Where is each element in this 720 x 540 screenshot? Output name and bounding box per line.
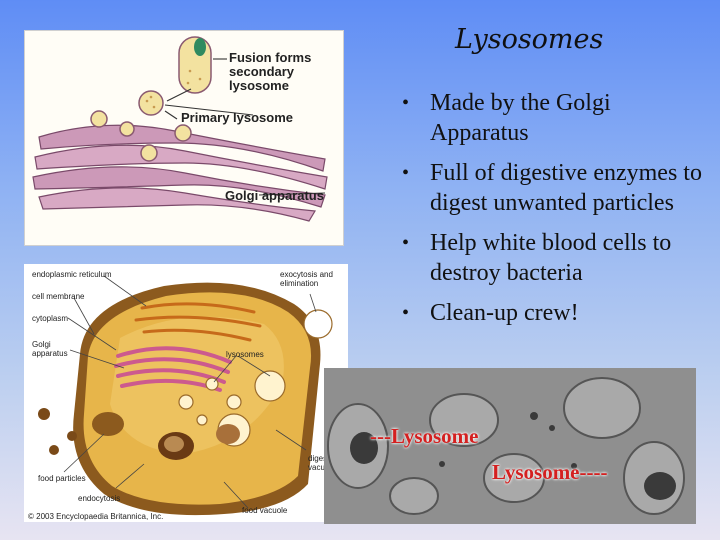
slide-title: Lysosomes xyxy=(455,24,604,55)
lysosome-label-right: Lysosome---- xyxy=(492,460,608,484)
digestive-vacuole-label: digestive vacuole xyxy=(308,454,340,472)
micrograph-image xyxy=(324,368,696,524)
bullet-icon: • xyxy=(402,162,410,184)
food-vacuole-label: food vacuole xyxy=(242,506,288,515)
endocytosis-label: endocytosis xyxy=(78,494,121,503)
cell-illustration xyxy=(24,264,348,522)
golgi-label: Golgi apparatus xyxy=(32,340,68,358)
bullet-icon: • xyxy=(402,302,410,324)
cell-diagram: endoplasmic reticulum cell membrane cyto… xyxy=(24,264,348,522)
bullet-item: • Full of digestive enzymes to digest unw… xyxy=(400,158,710,218)
fusion-label: Fusion forms secondary lysosome xyxy=(229,50,312,93)
lysosome-label-left: ---Lysosome xyxy=(370,424,479,448)
bullet-icon: • xyxy=(402,232,410,254)
golgi-illustration xyxy=(25,31,343,245)
cytoplasm-label: cytoplasm xyxy=(32,314,69,323)
bullet-item: • Clean-up crew! xyxy=(400,298,710,328)
micrograph: ---Lysosome Lysosome---- xyxy=(324,368,696,524)
golgi-diagram: Fusion forms secondary lysosome Primary … xyxy=(24,30,344,246)
bullet-item: • Made by the Golgi Apparatus xyxy=(400,88,710,148)
bullet-icon: • xyxy=(402,92,410,114)
bullet-list: • Made by the Golgi Apparatus • Full of di… xyxy=(400,88,710,338)
food-particles-label: food particles xyxy=(38,474,86,483)
bullet-text: Full of digestive enzymes to digest unwa… xyxy=(430,160,702,216)
copyright-text: © 2003 Encyclopaedia Britannica, Inc. xyxy=(28,512,164,521)
bullet-text: Made by the Golgi Apparatus xyxy=(430,90,611,146)
lysosomes-label: lysosomes xyxy=(226,350,264,359)
primary-lysosome-label: Primary lysosome xyxy=(181,110,294,125)
bullet-text: Help white blood cells to destroy bacter… xyxy=(430,230,672,286)
bullet-text: Clean-up crew! xyxy=(430,300,579,326)
cell-membrane-label: cell membrane xyxy=(32,292,85,301)
er-label: endoplasmic reticulum xyxy=(32,270,112,279)
exocytosis-label: exocytosis and elimination xyxy=(280,270,333,288)
golgi-apparatus-label: Golgi apparatus xyxy=(225,188,324,203)
bullet-item: • Help white blood cells to destroy bacte… xyxy=(400,228,710,288)
